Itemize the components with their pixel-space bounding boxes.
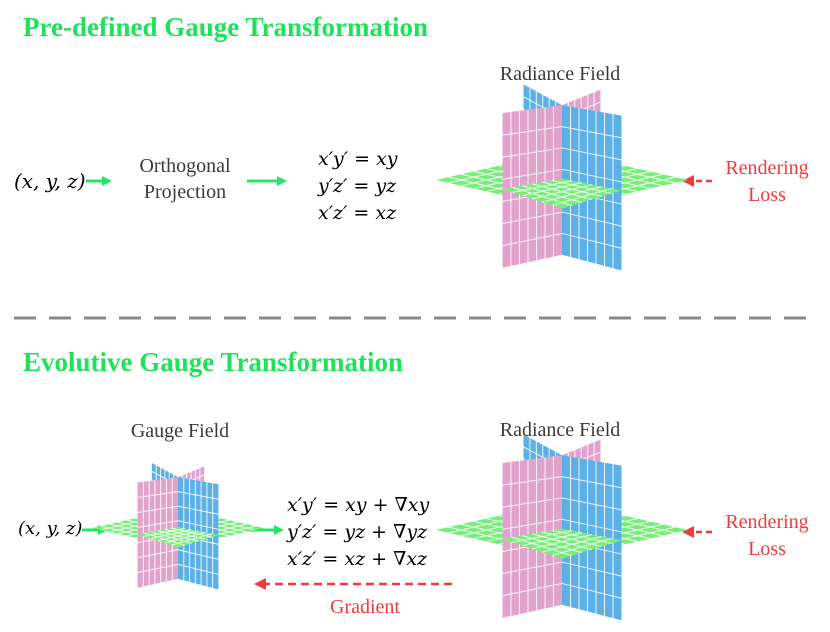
bottom-radiance-field-label: Radiance Field: [499, 419, 621, 441]
bottom-section-title: Evolutive Gauge Transformation: [23, 347, 404, 377]
bottom-loss-line-1: Rendering: [725, 511, 809, 533]
bottom-radiance-field-planes: [436, 434, 688, 621]
projection-line-2: Projection: [143, 181, 227, 203]
top-input-coordinates: (x, y, z): [14, 169, 86, 193]
bottom-loss-line-2: Loss: [748, 538, 786, 560]
equation-xz: x′z′ = xz: [318, 202, 397, 224]
top-equations: x′y′ = xy y′z′ = yz x′z′ = xz: [318, 146, 398, 227]
top-loss-line-2: Loss: [748, 184, 786, 206]
equation-xz-grad: x′z′ = xz + ∇xz: [287, 548, 428, 570]
green-plane-front: [137, 527, 219, 548]
green-plane-front: [502, 528, 622, 559]
projection-line-1: Orthogonal: [139, 155, 231, 177]
gauge-field-planes: [92, 462, 264, 590]
bottom-rendering-loss-label: Rendering Loss: [712, 509, 822, 563]
equation-xy: x′y′ = xy: [318, 148, 398, 170]
gradient-label: Gradient: [330, 596, 400, 618]
green-plane-front: [502, 178, 622, 209]
top-radiance-field-label: Radiance Field: [499, 63, 621, 85]
orthogonal-projection-label: Orthogonal Projection: [120, 153, 250, 205]
bottom-input-coordinates: (x, y, z): [18, 518, 83, 539]
top-section-title: Pre-defined Gauge Transformation: [23, 12, 428, 42]
equation-yz: y′z′ = yz: [318, 175, 397, 197]
equation-xy-grad: x′y′ = xy + ∇xy: [287, 494, 430, 516]
equation-yz-grad: y′z′ = yz + ∇yz: [287, 521, 428, 543]
bottom-equations: x′y′ = xy + ∇xy y′z′ = yz + ∇yz x′z′ = x…: [287, 492, 429, 573]
top-rendering-loss-label: Rendering Loss: [712, 155, 822, 209]
top-radiance-field-planes: [436, 84, 688, 271]
gauge-field-label: Gauge Field: [130, 420, 230, 442]
top-loss-line-1: Rendering: [725, 157, 809, 179]
